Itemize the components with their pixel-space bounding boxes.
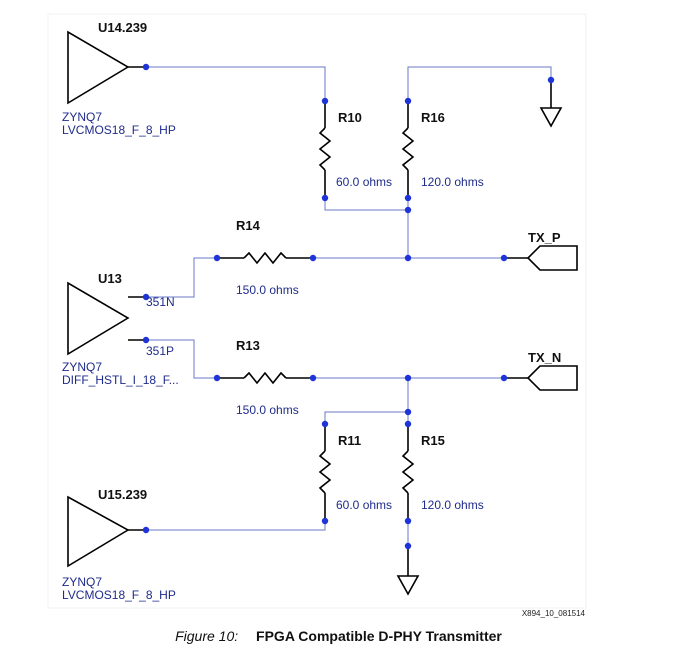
- wire-r11-u15: [146, 521, 326, 531]
- port-tx-n-icon: [504, 365, 578, 391]
- r15-value-label: 120.0 ohms: [421, 498, 484, 512]
- u15-ref-label: U15.239: [98, 487, 147, 502]
- u15-lib-label: ZYNQ7: [62, 575, 102, 589]
- r10-value-label: 60.0 ohms: [336, 175, 392, 189]
- resistor-r10-icon: [318, 101, 332, 198]
- u14-ref-label: U14.239: [98, 20, 147, 35]
- junction-dot: [404, 254, 412, 262]
- buffer-u13-icon: [67, 281, 146, 356]
- pin-dot: [309, 254, 317, 262]
- pin-dot: [404, 420, 412, 428]
- pin-dot: [142, 293, 150, 301]
- r16-value-label: 120.0 ohms: [421, 175, 484, 189]
- port-tx-p-icon: [504, 245, 578, 271]
- pin-dot: [500, 374, 508, 382]
- pin-dot: [404, 194, 412, 202]
- pin-dot: [404, 517, 412, 525]
- pin-dot: [321, 420, 329, 428]
- tx-n-label: TX_N: [528, 350, 561, 365]
- resistor-r13-icon: [217, 371, 313, 385]
- pin-dot: [142, 526, 150, 534]
- u13-pin-p-label: 351P: [146, 344, 174, 358]
- u14-part-label: LVCMOS18_F_8_HP: [62, 123, 176, 137]
- u13-ref-label: U13: [98, 271, 122, 286]
- r14-ref-label: R14: [236, 218, 261, 233]
- ground-top-icon: [539, 80, 563, 128]
- pin-dot: [213, 374, 221, 382]
- r13-value-label: 150.0 ohms: [236, 403, 299, 417]
- u15-part-label: LVCMOS18_F_8_HP: [62, 588, 176, 602]
- pin-dot: [321, 517, 329, 525]
- junction-dot: [404, 408, 412, 416]
- wire-351p-r13: [146, 339, 217, 379]
- figure-title: FPGA Compatible D-PHY Transmitter: [256, 628, 502, 644]
- wire-r10-r16-tie: [324, 198, 408, 211]
- figure-label: Figure 10:: [175, 628, 239, 644]
- r11-ref-label: R11: [338, 433, 361, 448]
- pin-dot: [404, 542, 412, 550]
- wire-351n-r14: [146, 257, 217, 298]
- ground-bottom-icon: [396, 546, 420, 596]
- r11-value-label: 60.0 ohms: [336, 498, 392, 512]
- tx-p-label: TX_P: [528, 230, 561, 245]
- r14-value-label: 150.0 ohms: [236, 283, 299, 297]
- buffer-u14-icon: [67, 30, 146, 105]
- r13-ref-label: R13: [236, 338, 260, 353]
- r15-ref-label: R15: [421, 433, 445, 448]
- pin-dot: [547, 76, 555, 84]
- doc-code: X894_10_081514: [522, 609, 586, 618]
- resistor-r11-icon: [318, 424, 332, 521]
- pin-dot: [500, 254, 508, 262]
- u13-lib-label: ZYNQ7: [62, 360, 102, 374]
- pin-dot: [321, 97, 329, 105]
- r10-ref-label: R10: [338, 110, 362, 125]
- pin-dot: [321, 194, 329, 202]
- u14-lib-label: ZYNQ7: [62, 110, 102, 124]
- pin-dot: [142, 63, 150, 71]
- u13-pin-n-label: 351N: [146, 295, 175, 309]
- resistor-r14-icon: [217, 251, 313, 265]
- pin-dot: [404, 97, 412, 105]
- resistor-r16-icon: [401, 101, 415, 198]
- pin-dot: [309, 374, 317, 382]
- wire-u14-r10: [146, 66, 326, 101]
- pin-dot: [142, 336, 150, 344]
- r16-ref-label: R16: [421, 110, 445, 125]
- resistor-r15-icon: [401, 424, 415, 521]
- junction-dots: [142, 63, 555, 550]
- junction-dot: [404, 206, 412, 214]
- buffer-u15-icon: [67, 495, 146, 568]
- wire-r11-r15-tie: [324, 411, 408, 424]
- pin-dot: [213, 254, 221, 262]
- figure-caption: Figure 10: FPGA Compatible D-PHY Transmi…: [0, 628, 677, 644]
- junction-dot: [404, 374, 412, 382]
- u13-part-label: DIFF_HSTL_I_18_F...: [62, 373, 179, 387]
- wire-r16-gnd-top: [407, 66, 552, 108]
- drawing-frame: [47, 13, 587, 609]
